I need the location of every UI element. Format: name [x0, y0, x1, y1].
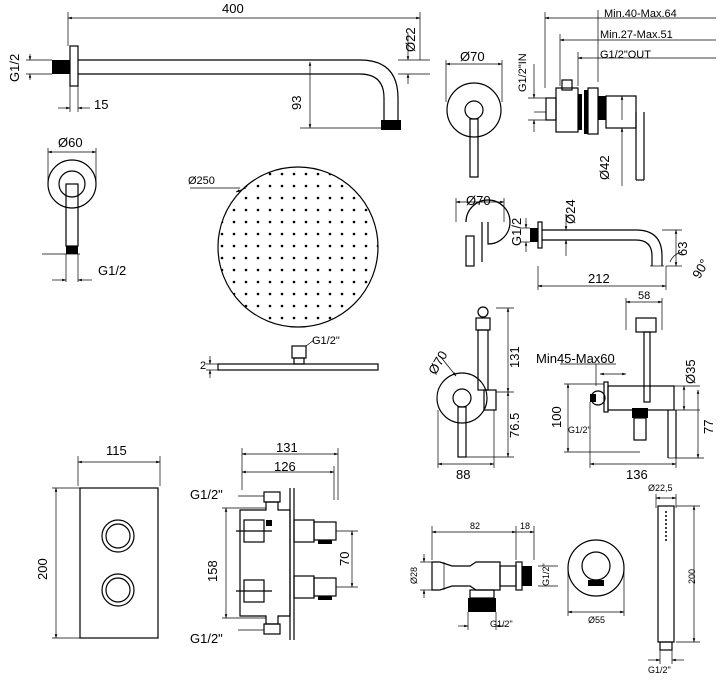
spout-diameter-label: Ø24	[563, 199, 578, 224]
hand-diameter-label: Ø22,5	[648, 483, 673, 493]
body-thread-top-label: G1/2"	[190, 487, 223, 502]
single-mixer-drawing	[445, 10, 716, 186]
arm-offset-label: 15	[94, 97, 109, 112]
mixer-plate-label: Ø70	[460, 49, 485, 64]
arm-diameter-label: Ø22	[403, 27, 418, 52]
plate-height-label: 200	[35, 558, 50, 580]
bidet-thread-label: G1/2"	[568, 425, 591, 435]
arm-flange-drawing	[42, 148, 97, 282]
body-thread-bottom-label: G1/2"	[190, 631, 223, 646]
flange-diameter-label: Ø60	[58, 135, 83, 150]
mixer-out-label: G1/2"OUT	[600, 49, 651, 61]
hand-shower-drawing	[648, 494, 700, 664]
thermo-plate-drawing	[52, 456, 161, 639]
mixer-range-b-label: Min.27-Max.51	[600, 29, 673, 41]
bidet-width-label: 58	[638, 290, 651, 302]
elbow-diameter-label: Ø28	[409, 566, 419, 584]
arm-drop-label: 93	[289, 95, 304, 110]
bidet-side-length-label: 136	[626, 467, 648, 482]
elbow-plate-label: Ø55	[588, 615, 606, 625]
bidet-lower-label: 76.5	[507, 412, 522, 438]
rain-head-drawing	[190, 166, 379, 378]
spout-height-label: 63	[675, 241, 690, 256]
head-thickness-label: 2	[200, 360, 207, 372]
mixer-body-label: Ø42	[597, 155, 612, 180]
plate-width-label: 115	[106, 443, 127, 458]
thermo-body-drawing	[222, 448, 358, 640]
spout-thread-label: G1/2	[509, 217, 524, 246]
bidet-side-lower-label: 77	[701, 419, 716, 434]
spout-plate-label: Ø70	[466, 193, 491, 208]
elbow-thread-bottom-label: G1/2"	[490, 619, 513, 629]
flange-thread-label: G1/2	[98, 263, 127, 278]
elbow-flange-label: 18	[520, 521, 531, 531]
head-thread-label: G1/2"	[312, 335, 340, 347]
head-diameter-label: Ø250	[188, 175, 215, 187]
bidet-body-label: Ø35	[683, 359, 698, 384]
elbow-length-label: 82	[470, 521, 481, 531]
elbow-thread-side-label: G1/2"	[541, 563, 551, 586]
body-height-label: 158	[205, 560, 220, 582]
bidet-range-label: Min45-Max60	[536, 351, 615, 366]
body-spacing-label: 70	[337, 551, 352, 566]
shower-arm-drawing	[26, 12, 430, 130]
body-width-b-label: 126	[274, 459, 296, 474]
body-width-a-label: 131	[276, 440, 298, 455]
bidet-height-label: 131	[507, 346, 522, 368]
arm-thread-label: G1/2	[7, 53, 22, 82]
bidet-depth-label: 88	[456, 467, 471, 482]
arm-length-label: 400	[222, 1, 244, 16]
mixer-range-a-label: Min.40-Max.64	[604, 8, 677, 20]
spout-length-label: 212	[588, 271, 610, 286]
outlet-elbow-drawing	[420, 526, 625, 630]
hand-length-label: 200	[687, 568, 697, 584]
bidet-side-height-label: 100	[549, 406, 564, 428]
bidet-mixer-drawing	[436, 298, 704, 468]
mixer-in-label: G1/2"IN	[517, 53, 529, 92]
spout-drawing	[455, 198, 683, 290]
hand-thread-label: G1/2"	[648, 665, 671, 675]
